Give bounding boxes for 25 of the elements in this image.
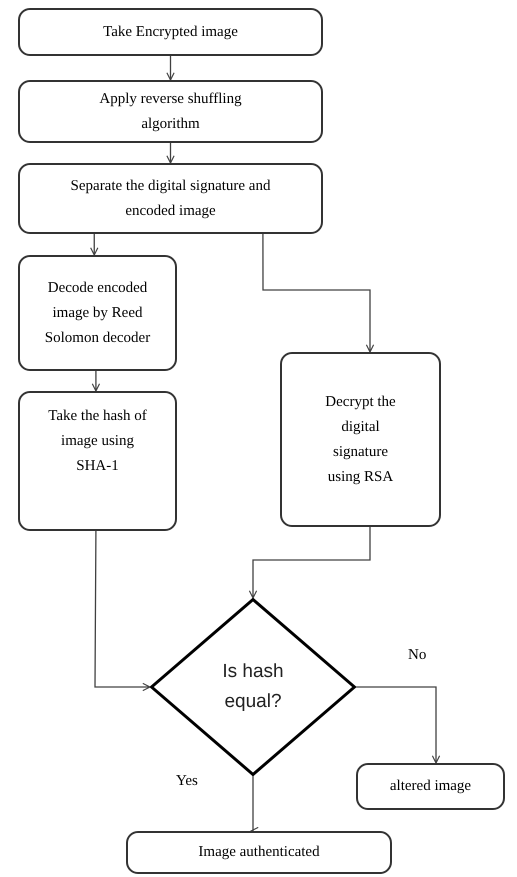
arrow [166,143,175,164]
process-text: Image authenticated [198,843,320,862]
process-text: Decode encoded image by Reed Solomon decoder [44,278,151,348]
process-text: Separate the digital signature and encoded image [70,176,272,220]
process-text: Decrypt the digital signature using RSA [324,392,397,486]
process-box [18,8,323,56]
process-box [280,352,441,527]
process-text: Apply reverse shuffling algorithm [98,90,243,134]
process-box [18,80,323,143]
arrow [92,371,100,392]
process-text: Take Encrypted image [103,22,238,42]
arrow [94,531,151,692]
process-box [126,831,392,874]
arrow [90,234,98,256]
decision-text: Is hash equal? [221,660,285,714]
arrow [356,686,440,764]
process-text: altered image [390,777,472,796]
arrow [248,527,371,599]
process-text: Take the hash of image using SHA-1 [47,406,148,476]
arrow [262,234,374,353]
process-box [356,763,505,810]
process-box [18,163,323,234]
arrow [166,56,175,81]
process-box [18,391,177,531]
process-box [18,255,177,371]
